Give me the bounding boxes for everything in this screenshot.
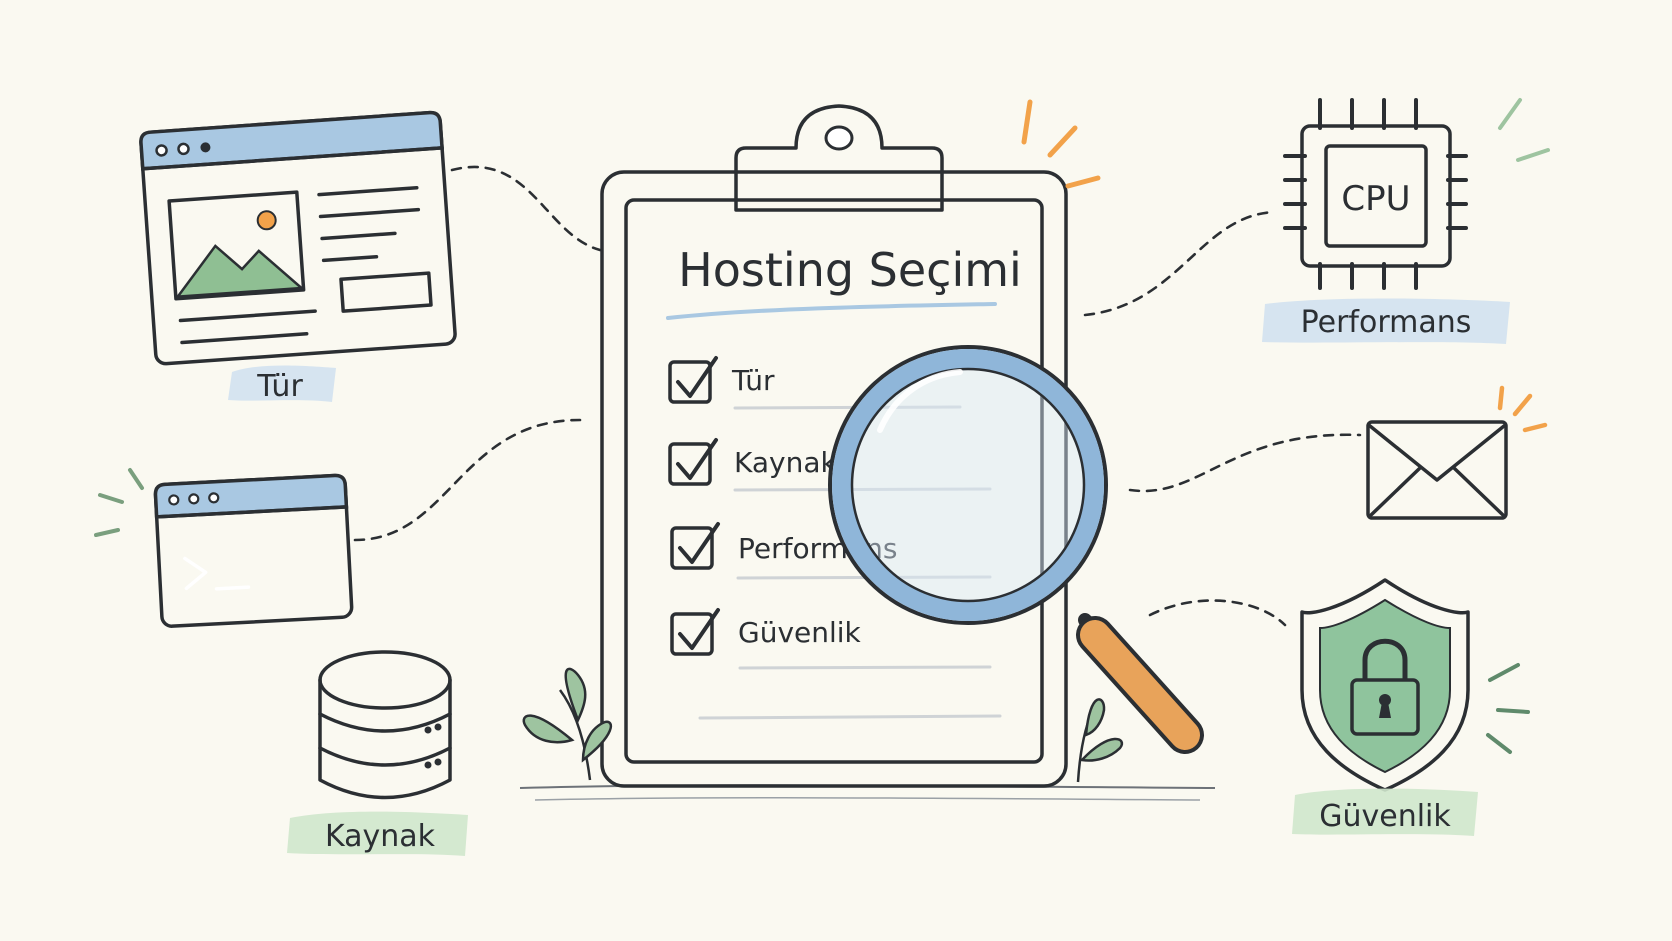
check-item-kaynak: Kaynak	[668, 438, 992, 492]
connector-shield	[1148, 599, 1287, 627]
database-label-text: Kaynak	[325, 819, 436, 854]
database-label: Kaynak	[287, 811, 468, 856]
website-label-text: Tür	[256, 369, 303, 404]
terminal-icon	[153, 473, 354, 628]
shield-label-text: Güvenlik	[1319, 799, 1451, 834]
envelope-sparks	[1497, 385, 1548, 433]
check-item-label: Güvenlik	[738, 616, 862, 649]
plant-left-icon	[522, 667, 613, 781]
cpu-sparks	[1498, 98, 1550, 162]
connectors	[353, 165, 1362, 627]
clipboard-title: Hosting Seçimi	[678, 243, 1022, 297]
check-item-tur: Tür	[668, 356, 962, 410]
website-label: Tür	[228, 365, 336, 404]
check-item-label: Tür	[731, 364, 775, 397]
clipboard-icon	[519, 104, 1216, 801]
terminal-sparks	[94, 468, 144, 537]
shield-label: Güvenlik	[1292, 788, 1478, 836]
check-item-guvenlik: Güvenlik	[670, 608, 992, 670]
plant-right-icon	[1076, 698, 1123, 783]
cpu-label-text: Performans	[1301, 305, 1472, 340]
connector-envelope	[1128, 433, 1362, 493]
cpu-chip-icon: CPU	[1283, 98, 1468, 290]
website-window-icon	[139, 110, 457, 366]
connector-website	[450, 165, 602, 252]
envelope-icon	[1366, 420, 1508, 520]
shield-lock-icon	[1300, 578, 1470, 792]
database-icon	[318, 650, 452, 800]
connector-cpu	[1083, 210, 1277, 317]
title-underline	[666, 302, 997, 320]
connector-terminal	[353, 418, 582, 542]
check-item-label: Kaynak	[734, 446, 838, 479]
cpu-chip-text: CPU	[1341, 179, 1410, 219]
clipboard-sparks	[1021, 99, 1101, 189]
magnifier-icon	[828, 345, 1204, 754]
shield-sparks	[1486, 663, 1530, 754]
cpu-label: Performans	[1262, 298, 1510, 344]
